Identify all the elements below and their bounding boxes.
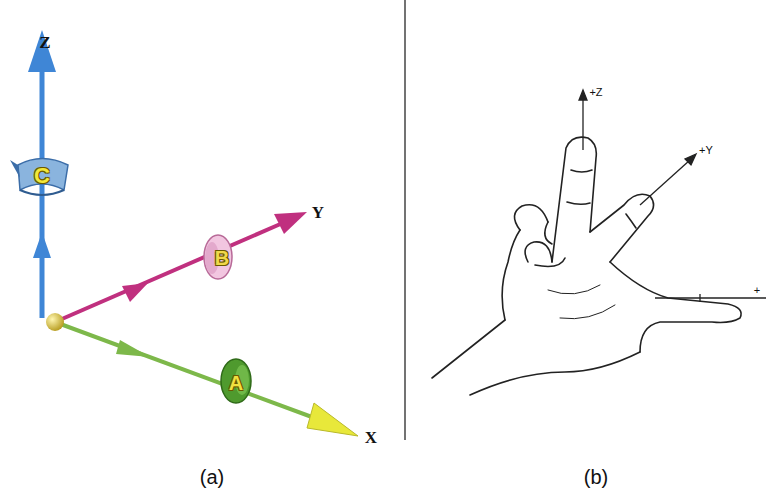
right-hand-drawing (432, 137, 741, 395)
axis-label: +Z (589, 87, 602, 98)
y-axis (55, 212, 307, 322)
x-axis (55, 322, 358, 436)
axis-label: +Y (699, 145, 713, 156)
axis-label: Z (39, 34, 50, 51)
panel-label: (a) (200, 467, 224, 487)
origin-sphere (46, 313, 64, 331)
axis-label: X (365, 429, 377, 446)
rotation-label: A (229, 373, 243, 393)
hand-axes (579, 90, 766, 302)
z-axis (10, 30, 68, 318)
rotation-label: C (34, 165, 50, 187)
panel-label: (b) (584, 467, 608, 487)
rotation-label: B (215, 248, 229, 268)
axis-label: + (754, 285, 760, 296)
panel-divider (404, 0, 406, 440)
axis-label: Y (312, 204, 324, 221)
